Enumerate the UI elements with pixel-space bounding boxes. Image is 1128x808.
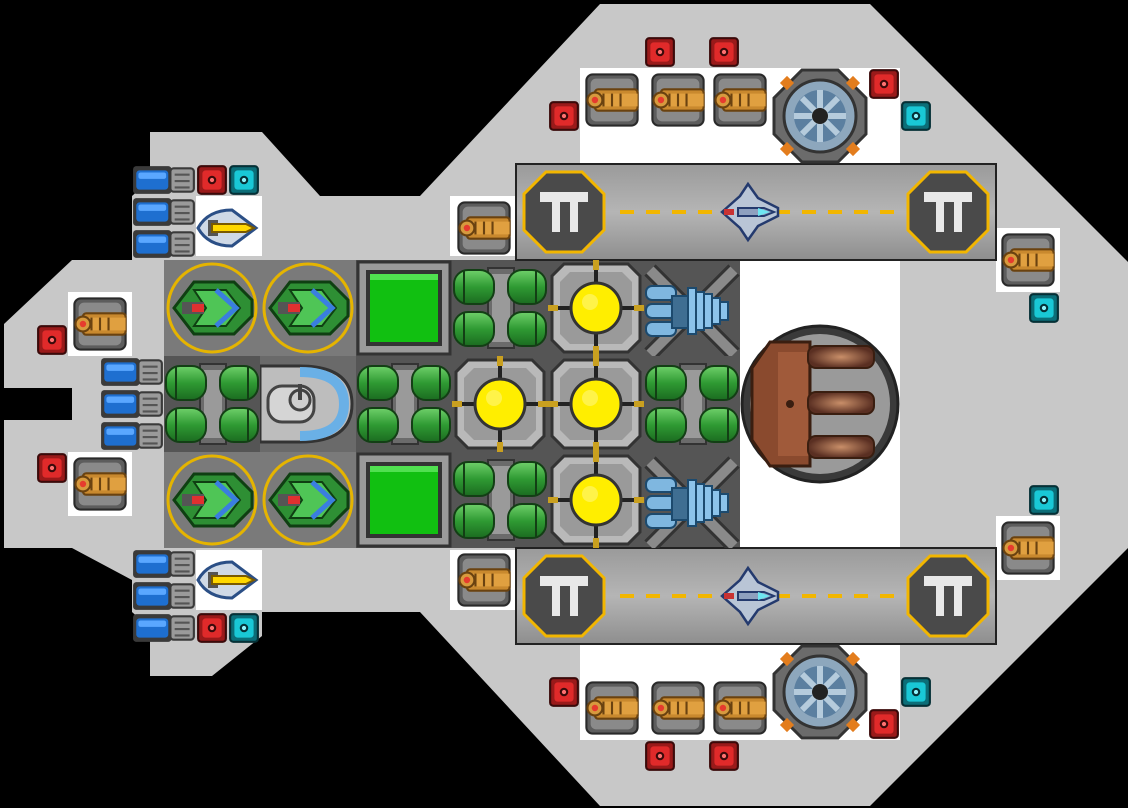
reactor-cell-icon[interactable] — [548, 452, 644, 548]
shield-projector-icon[interactable] — [774, 646, 866, 738]
heavy-cannon-icon[interactable] — [740, 324, 900, 484]
battery-icon[interactable] — [100, 389, 163, 419]
turret-icon[interactable] — [73, 297, 127, 351]
turret-icon[interactable] — [1001, 521, 1055, 575]
battery-icon[interactable] — [132, 229, 195, 259]
red-power-node-icon[interactable] — [549, 101, 579, 131]
turret-icon[interactable] — [585, 681, 639, 735]
cyan-node-icon[interactable] — [901, 101, 931, 131]
thruster-icon[interactable] — [164, 260, 260, 356]
red-power-node-icon[interactable] — [197, 165, 227, 195]
launch-bay-upper[interactable] — [515, 163, 997, 261]
reactor-cell-icon[interactable] — [548, 260, 644, 356]
green-panel-icon[interactable] — [356, 452, 452, 548]
thruster-icon[interactable] — [260, 260, 356, 356]
battery-icon[interactable] — [132, 197, 195, 227]
red-power-node-icon[interactable] — [709, 741, 739, 771]
reactor-cell-icon[interactable] — [452, 356, 548, 452]
cockpit-icon[interactable] — [260, 356, 356, 452]
turret-icon[interactable] — [651, 681, 705, 735]
thruster-icon[interactable] — [260, 452, 356, 548]
cyan-node-icon[interactable] — [229, 613, 259, 643]
red-power-node-icon[interactable] — [645, 37, 675, 67]
turret-icon[interactable] — [457, 553, 511, 607]
shield-projector-icon[interactable] — [774, 70, 866, 162]
battery-icon[interactable] — [132, 613, 195, 643]
launch-bay-lower[interactable] — [515, 547, 997, 645]
red-power-node-icon[interactable] — [869, 69, 899, 99]
cyan-node-icon[interactable] — [901, 677, 931, 707]
thruster-icon[interactable] — [164, 452, 260, 548]
battery-icon[interactable] — [132, 165, 195, 195]
turret-icon[interactable] — [713, 73, 767, 127]
battery-icon[interactable] — [132, 581, 195, 611]
green-panel-icon[interactable] — [356, 260, 452, 356]
turret-icon[interactable] — [73, 457, 127, 511]
cyan-node-icon[interactable] — [1029, 485, 1059, 515]
red-power-node-icon[interactable] — [709, 37, 739, 67]
red-power-node-icon[interactable] — [549, 677, 579, 707]
red-power-node-icon[interactable] — [869, 709, 899, 739]
turret-icon[interactable] — [457, 201, 511, 255]
reactor-cell-icon[interactable] — [548, 356, 644, 452]
turret-icon[interactable] — [651, 73, 705, 127]
battery-icon[interactable] — [100, 421, 163, 451]
turret-icon[interactable] — [713, 681, 767, 735]
turret-icon[interactable] — [1001, 233, 1055, 287]
battery-icon[interactable] — [132, 549, 195, 579]
battery-icon[interactable] — [100, 357, 163, 387]
cyan-node-icon[interactable] — [1029, 293, 1059, 323]
cyan-node-icon[interactable] — [229, 165, 259, 195]
turret-icon[interactable] — [585, 73, 639, 127]
red-power-node-icon[interactable] — [645, 741, 675, 771]
red-power-node-icon[interactable] — [197, 613, 227, 643]
red-power-node-icon[interactable] — [37, 325, 67, 355]
red-power-node-icon[interactable] — [37, 453, 67, 483]
